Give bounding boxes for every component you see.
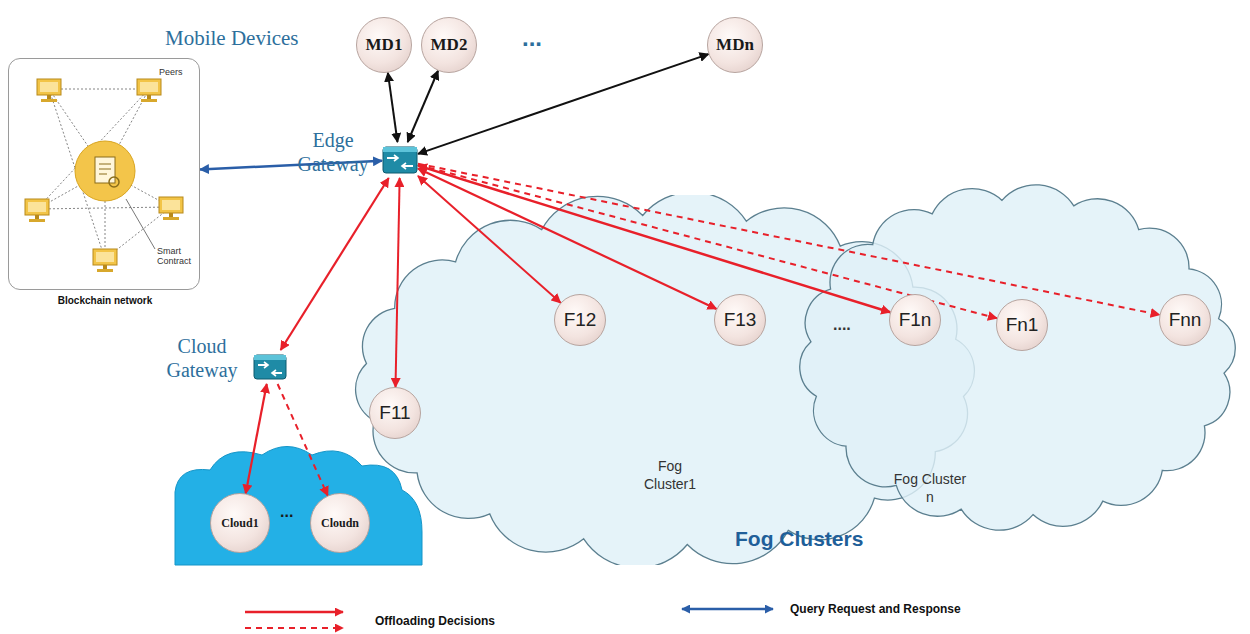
offload-connector bbox=[418, 165, 997, 319]
offload-connector bbox=[246, 384, 267, 494]
legend-text: Query Request and Response bbox=[790, 602, 961, 616]
offload-connector bbox=[418, 168, 716, 308]
ellipsis: ... bbox=[522, 24, 542, 52]
offload-connector bbox=[396, 178, 400, 387]
legend-samples bbox=[245, 609, 773, 628]
smart-contract-symbol bbox=[75, 141, 135, 201]
cloud-outline bbox=[790, 180, 1245, 535]
node-label: F12 bbox=[564, 309, 597, 331]
fog-node: Fn1 bbox=[996, 299, 1048, 351]
peer-computer bbox=[137, 79, 161, 102]
router-arrows bbox=[258, 365, 282, 373]
node-label: F11 bbox=[379, 402, 410, 424]
node-caption: Edge Gateway bbox=[290, 128, 376, 176]
magnifier bbox=[109, 177, 119, 187]
peer-computer bbox=[93, 249, 117, 272]
node-caption: Blockchain network bbox=[9, 295, 201, 306]
node-label: Cloud1 bbox=[221, 516, 258, 531]
cloud-shape bbox=[800, 185, 1235, 530]
router-top bbox=[254, 355, 286, 360]
peer-link bbox=[37, 89, 149, 209]
blockchain-network-box: PeersSmart ContractBlockchain network bbox=[8, 58, 200, 290]
fog-node: F13 bbox=[714, 294, 766, 346]
ellipsis: ... bbox=[280, 503, 293, 521]
peer-link bbox=[37, 207, 171, 209]
node-label: Cloudn bbox=[321, 516, 359, 531]
node-label: F13 bbox=[724, 309, 757, 331]
offload-connector bbox=[408, 71, 438, 142]
router-top bbox=[383, 147, 417, 152]
cloud-gateway-router: Cloud Gateway bbox=[253, 350, 287, 384]
node-label: Fn1 bbox=[1006, 314, 1039, 336]
router-body bbox=[383, 147, 417, 173]
node-label: MDn bbox=[716, 35, 754, 55]
ellipsis: .... bbox=[833, 316, 851, 334]
section-title: Fog Clusters bbox=[735, 527, 863, 551]
offload-connector bbox=[418, 164, 1160, 315]
router-arrowheads bbox=[394, 155, 406, 169]
legend-text: Offloading Decisions bbox=[375, 614, 495, 628]
section-title: Mobile Devices bbox=[165, 26, 299, 51]
offload-connector bbox=[278, 384, 328, 496]
peer-computer bbox=[37, 79, 61, 102]
offload-connector bbox=[281, 178, 389, 350]
node-caption: Cloud Gateway bbox=[157, 334, 247, 382]
node-caption: Smart Contract bbox=[157, 247, 201, 267]
peer-computer bbox=[25, 199, 49, 222]
offload-connector bbox=[418, 176, 561, 303]
fog-node: F11 bbox=[369, 387, 421, 439]
offload-connector bbox=[418, 166, 890, 313]
node-label: MD1 bbox=[366, 35, 403, 55]
cloud-server-node: Cloud1 bbox=[210, 493, 270, 553]
fog-cluster-cloud: Fog Cluster n Fn1 Fnn bbox=[790, 180, 1245, 535]
cloud-server-node: Cloudn bbox=[310, 493, 370, 553]
fog-node: F12 bbox=[554, 294, 606, 346]
cloud-region bbox=[175, 447, 422, 566]
mobile-device-node: MDn bbox=[707, 17, 763, 73]
offload-connector bbox=[388, 73, 398, 142]
router-icon bbox=[253, 350, 287, 384]
node-label: MD2 bbox=[431, 35, 468, 55]
peer-link bbox=[49, 89, 149, 90]
mobile-device-node: MD1 bbox=[356, 17, 412, 73]
node-label: Fnn bbox=[1169, 309, 1202, 331]
fog-node: F1n bbox=[889, 294, 941, 346]
node-caption: Fog Cluster1 bbox=[635, 457, 705, 493]
leader-line bbox=[126, 199, 155, 249]
offload-connector bbox=[418, 54, 709, 154]
node-caption: Peers bbox=[159, 67, 183, 77]
peer-computer bbox=[159, 197, 183, 220]
contract-lines bbox=[99, 164, 111, 174]
router-body bbox=[254, 355, 286, 379]
offload-connector bbox=[200, 161, 382, 170]
contract-document bbox=[95, 157, 115, 183]
router-arrowheads bbox=[264, 362, 276, 376]
fog-node: Fnn bbox=[1159, 294, 1211, 346]
mobile-device-node: MD2 bbox=[421, 17, 477, 73]
node-caption: Fog Cluster n bbox=[890, 470, 970, 506]
node-label: F1n bbox=[899, 309, 932, 331]
router-icon bbox=[382, 142, 418, 178]
edge-gateway-router: Edge Gateway bbox=[382, 142, 418, 178]
router-arrows bbox=[387, 158, 413, 166]
